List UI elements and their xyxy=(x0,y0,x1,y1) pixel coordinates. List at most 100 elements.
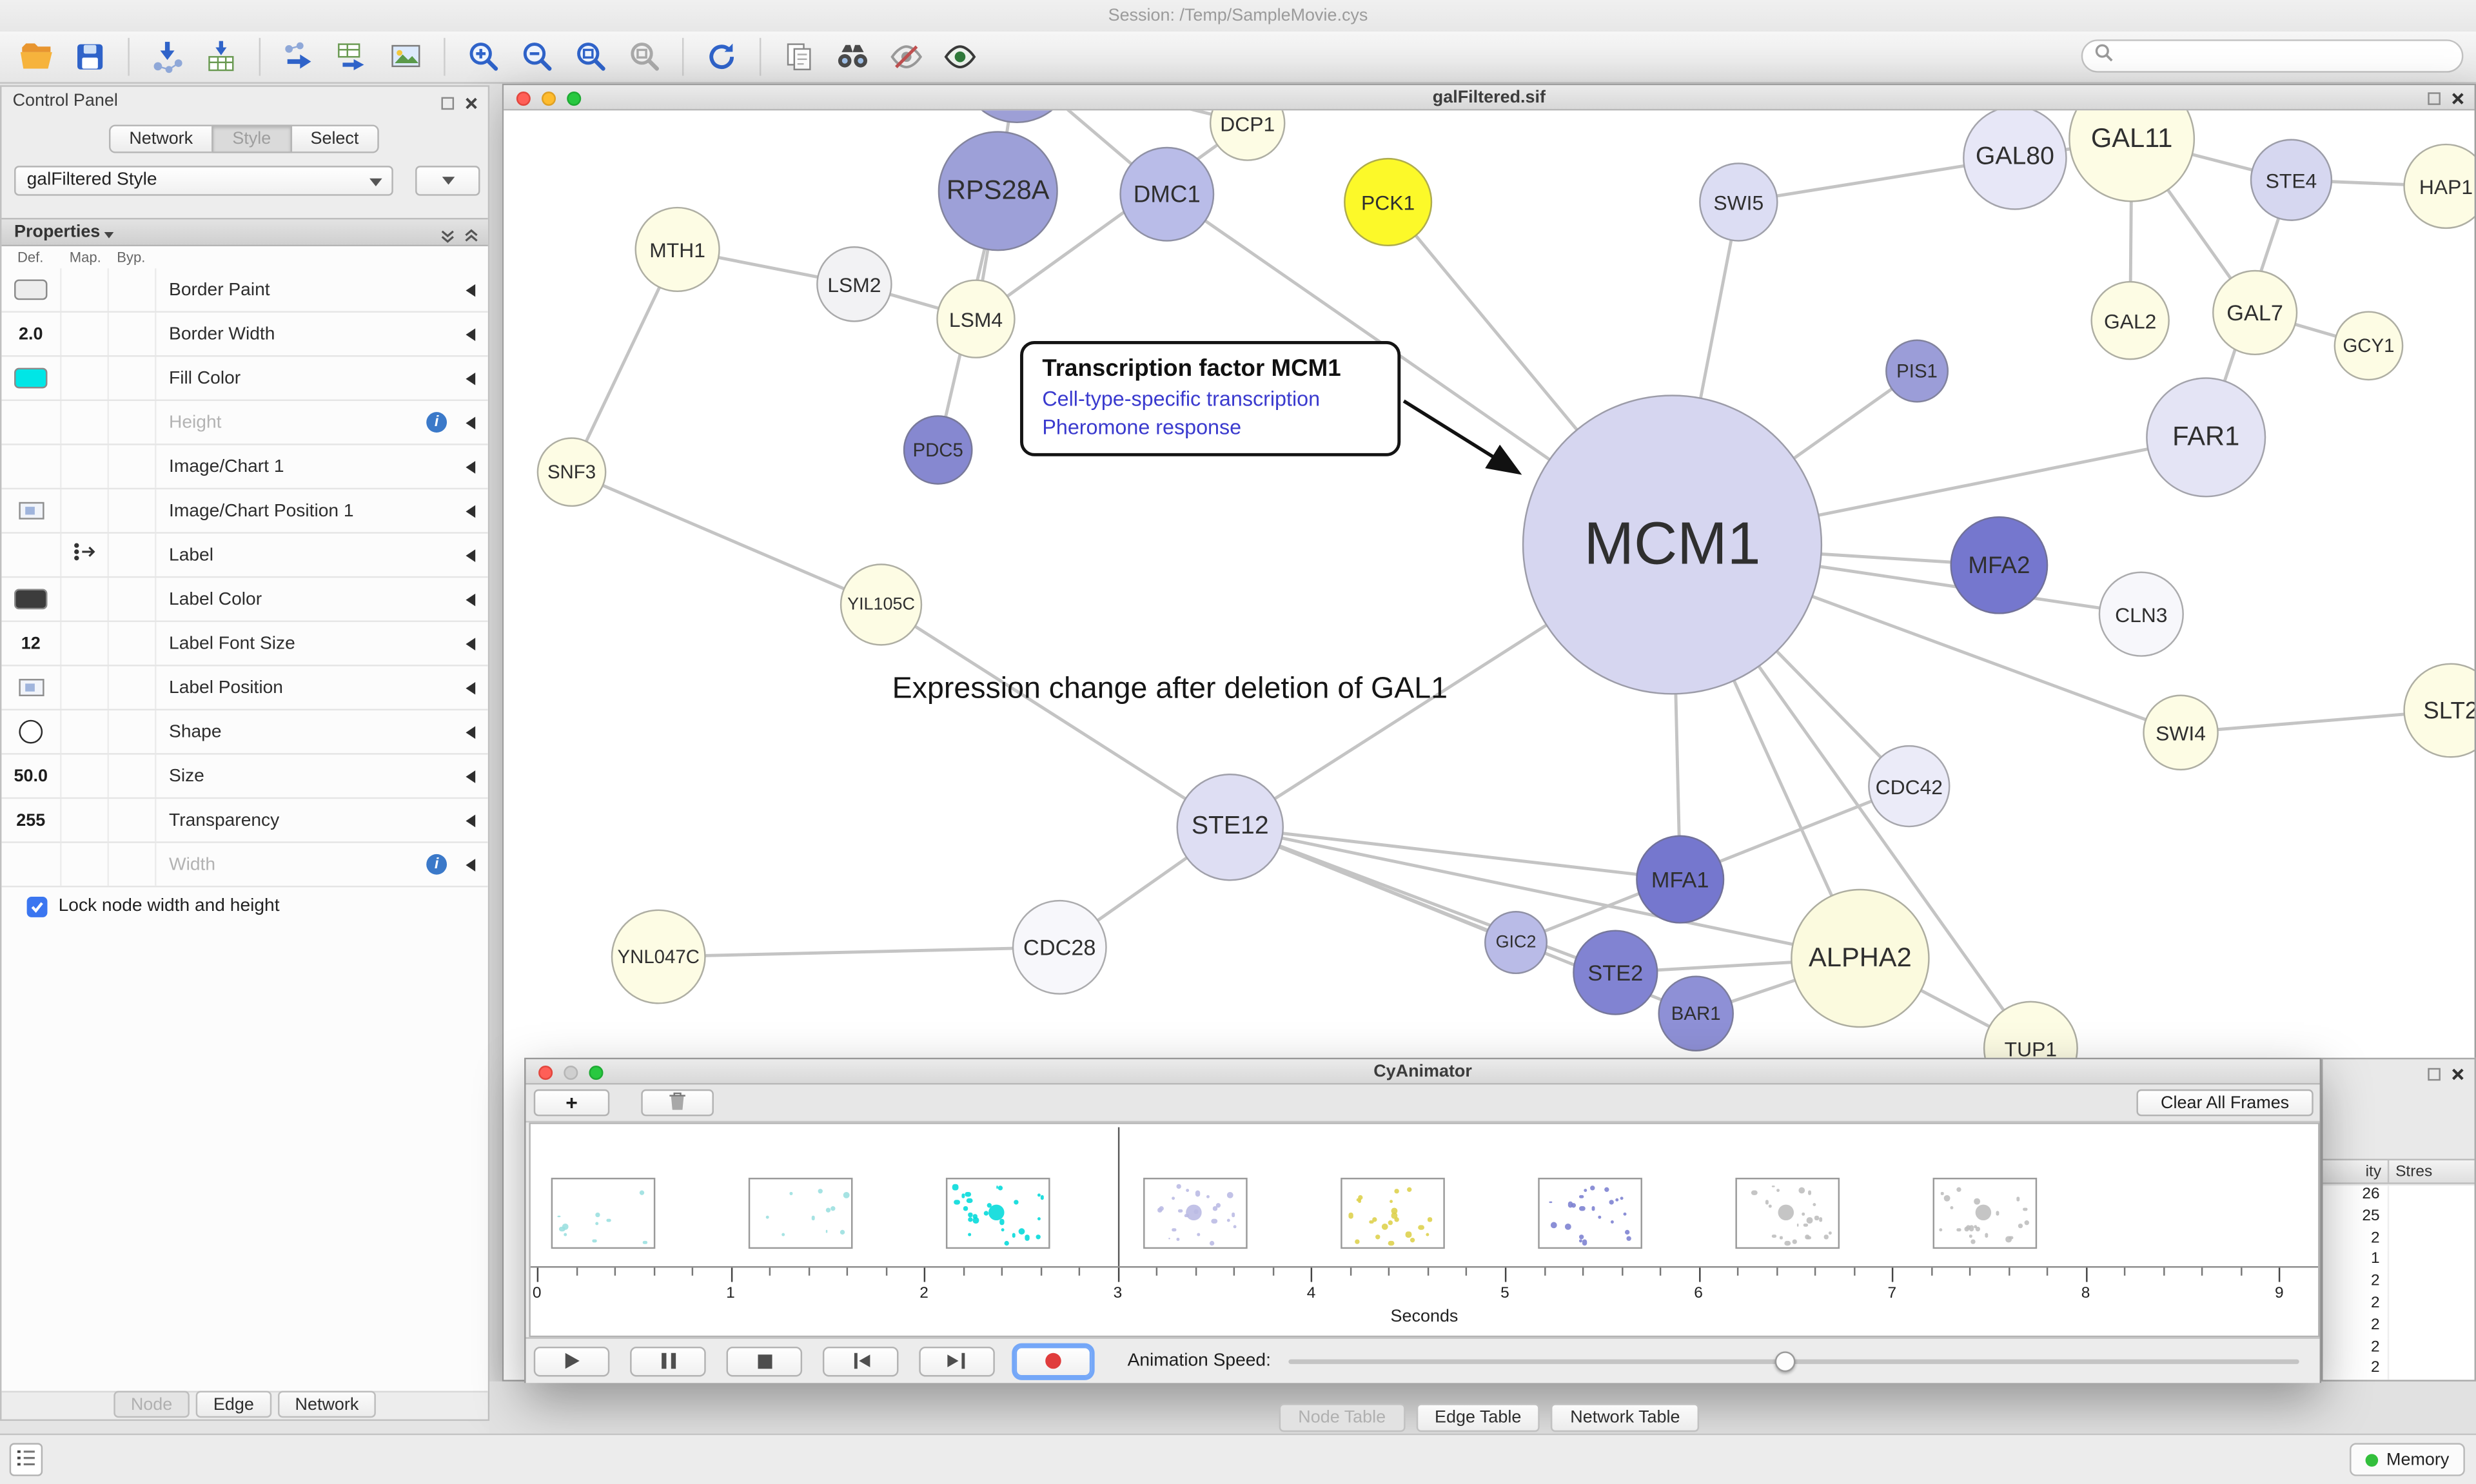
bypass-cell[interactable] xyxy=(109,356,157,400)
table-row[interactable]: 2 xyxy=(2323,1294,2474,1316)
annotation-link-2[interactable]: Pheromone response xyxy=(1042,415,1242,439)
network-node-YIL105C[interactable]: YIL105C xyxy=(840,563,923,646)
show-all-button[interactable] xyxy=(933,35,987,78)
panel-tab-node[interactable]: Node xyxy=(113,1391,190,1418)
collapse-all-icon[interactable] xyxy=(439,224,457,253)
default-value-cell[interactable] xyxy=(1,445,62,488)
bypass-cell[interactable] xyxy=(109,710,157,754)
search-input[interactable] xyxy=(2114,43,2462,69)
cyanimator-titlebar[interactable]: CyAnimator xyxy=(526,1059,2320,1085)
network-node-YNL047C[interactable]: YNL047C xyxy=(611,909,706,1004)
default-value-cell[interactable]: 255 xyxy=(1,799,62,842)
frame-thumbnail-2[interactable] xyxy=(748,1177,853,1249)
property-row-image-chart-1[interactable]: Image/Chart 1 xyxy=(1,445,488,490)
delete-frame-button[interactable] xyxy=(641,1089,714,1117)
mapping-cell[interactable] xyxy=(62,754,109,797)
frame-thumbnail-7[interactable] xyxy=(1735,1177,1840,1249)
network-node-GAL11[interactable]: GAL11 xyxy=(2068,110,2196,202)
network-node-STE2[interactable]: STE2 xyxy=(1573,930,1658,1015)
animation-speed-slider[interactable] xyxy=(1288,1351,2299,1371)
default-value-cell[interactable] xyxy=(1,666,62,709)
mapping-cell[interactable] xyxy=(62,445,109,488)
minimize-window-icon[interactable] xyxy=(564,1064,578,1079)
bypass-cell[interactable] xyxy=(109,666,157,709)
network-node-SLT2[interactable]: SLT2 xyxy=(2403,663,2475,758)
last-button[interactable] xyxy=(919,1345,995,1376)
mapping-cell[interactable] xyxy=(62,843,109,886)
expand-all-icon[interactable] xyxy=(463,224,480,253)
network-node-GIC2[interactable]: GIC2 xyxy=(1484,911,1548,975)
annotation-link-1[interactable]: Cell-type-specific transcription xyxy=(1042,387,1321,411)
zoom-selected-button[interactable] xyxy=(618,35,671,78)
network-node-GCY1[interactable]: GCY1 xyxy=(2334,311,2404,381)
network-node-LSM2[interactable]: LSM2 xyxy=(816,246,892,322)
import-network-button[interactable] xyxy=(141,35,194,78)
network-node-CLN3[interactable]: CLN3 xyxy=(2098,571,2184,657)
mapping-cell[interactable] xyxy=(62,666,109,709)
tab-edge-table[interactable]: Edge Table xyxy=(1415,1403,1540,1432)
close-window-icon[interactable] xyxy=(516,90,531,105)
float-panel-icon[interactable] xyxy=(437,93,456,112)
default-value-cell[interactable]: 12 xyxy=(1,621,62,665)
frame-thumbnail-3[interactable] xyxy=(945,1177,1050,1249)
bypass-cell[interactable] xyxy=(109,754,157,797)
network-node-FAR1[interactable]: FAR1 xyxy=(2146,377,2266,498)
expand-chevron-icon[interactable] xyxy=(466,769,476,783)
table-row[interactable]: 2 xyxy=(2323,1338,2474,1360)
zoom-window-icon[interactable] xyxy=(589,1064,604,1079)
frame-thumbnail-6[interactable] xyxy=(1538,1177,1642,1249)
expand-chevron-icon[interactable] xyxy=(466,814,476,827)
table-row[interactable]: 2 xyxy=(2323,1316,2474,1338)
table-row[interactable]: 1 xyxy=(2323,1251,2474,1273)
default-value-cell[interactable] xyxy=(1,710,62,754)
panel-tab-network[interactable]: Network xyxy=(277,1391,377,1418)
play-button[interactable] xyxy=(533,1345,610,1376)
mapping-cell[interactable] xyxy=(62,621,109,665)
expand-chevron-icon[interactable] xyxy=(466,725,476,738)
property-row-image-chart-position-1[interactable]: Image/Chart Position 1 xyxy=(1,489,488,534)
default-value-cell[interactable] xyxy=(1,843,62,886)
table-row[interactable]: 26 xyxy=(2323,1186,2474,1207)
expand-chevron-icon[interactable] xyxy=(466,283,476,297)
column-header-stress[interactable]: Stres xyxy=(2395,1163,2433,1181)
frame-thumbnail-8[interactable] xyxy=(1932,1177,2038,1249)
property-row-shape[interactable]: Shape xyxy=(1,710,488,755)
annotation-box[interactable]: Transcription factor MCM1 Cell-type-spec… xyxy=(1020,340,1401,456)
table-row[interactable]: 2 xyxy=(2323,1229,2474,1251)
property-row-border-paint[interactable]: Border Paint xyxy=(1,268,488,313)
network-node-RPS28B[interactable] xyxy=(959,110,1074,124)
panel-tab-edge[interactable]: Edge xyxy=(195,1391,271,1418)
network-node-PDC5[interactable]: PDC5 xyxy=(903,415,973,485)
default-value-cell[interactable] xyxy=(1,268,62,311)
network-node-MTH1[interactable]: MTH1 xyxy=(634,206,720,293)
close-window-icon[interactable] xyxy=(538,1064,553,1079)
hide-selected-button[interactable] xyxy=(879,35,933,78)
column-header-radiality[interactable]: ity xyxy=(2323,1160,2390,1183)
expand-chevron-icon[interactable] xyxy=(466,592,476,606)
slider-thumb[interactable] xyxy=(1774,1351,1796,1371)
bypass-cell[interactable] xyxy=(109,312,157,356)
float-table-icon[interactable] xyxy=(2424,1064,2442,1083)
expand-chevron-icon[interactable] xyxy=(466,416,476,429)
mapping-cell[interactable] xyxy=(62,312,109,356)
refresh-view-button[interactable] xyxy=(695,35,749,78)
zoom-window-icon[interactable] xyxy=(567,90,582,105)
network-node-GAL80[interactable]: GAL80 xyxy=(1963,110,2067,210)
export-network-button[interactable] xyxy=(271,35,325,78)
export-image-button[interactable] xyxy=(379,35,433,78)
network-node-HAP1[interactable]: HAP1 xyxy=(2403,143,2475,229)
tab-select[interactable]: Select xyxy=(290,124,380,153)
network-node-ALPHA2[interactable]: ALPHA2 xyxy=(1791,888,1930,1028)
bypass-cell[interactable] xyxy=(109,489,157,532)
import-table-button[interactable] xyxy=(194,35,248,78)
tab-style[interactable]: Style xyxy=(211,124,292,153)
style-select[interactable]: galFiltered Style xyxy=(14,166,393,196)
save-session-button[interactable] xyxy=(63,35,117,78)
bypass-cell[interactable] xyxy=(109,445,157,488)
network-node-MFA2[interactable]: MFA2 xyxy=(1950,516,2049,614)
record-button[interactable] xyxy=(1015,1345,1092,1376)
network-node-DCP1[interactable]: DCP1 xyxy=(1209,110,1286,161)
close-table-icon[interactable] xyxy=(2448,1064,2466,1083)
